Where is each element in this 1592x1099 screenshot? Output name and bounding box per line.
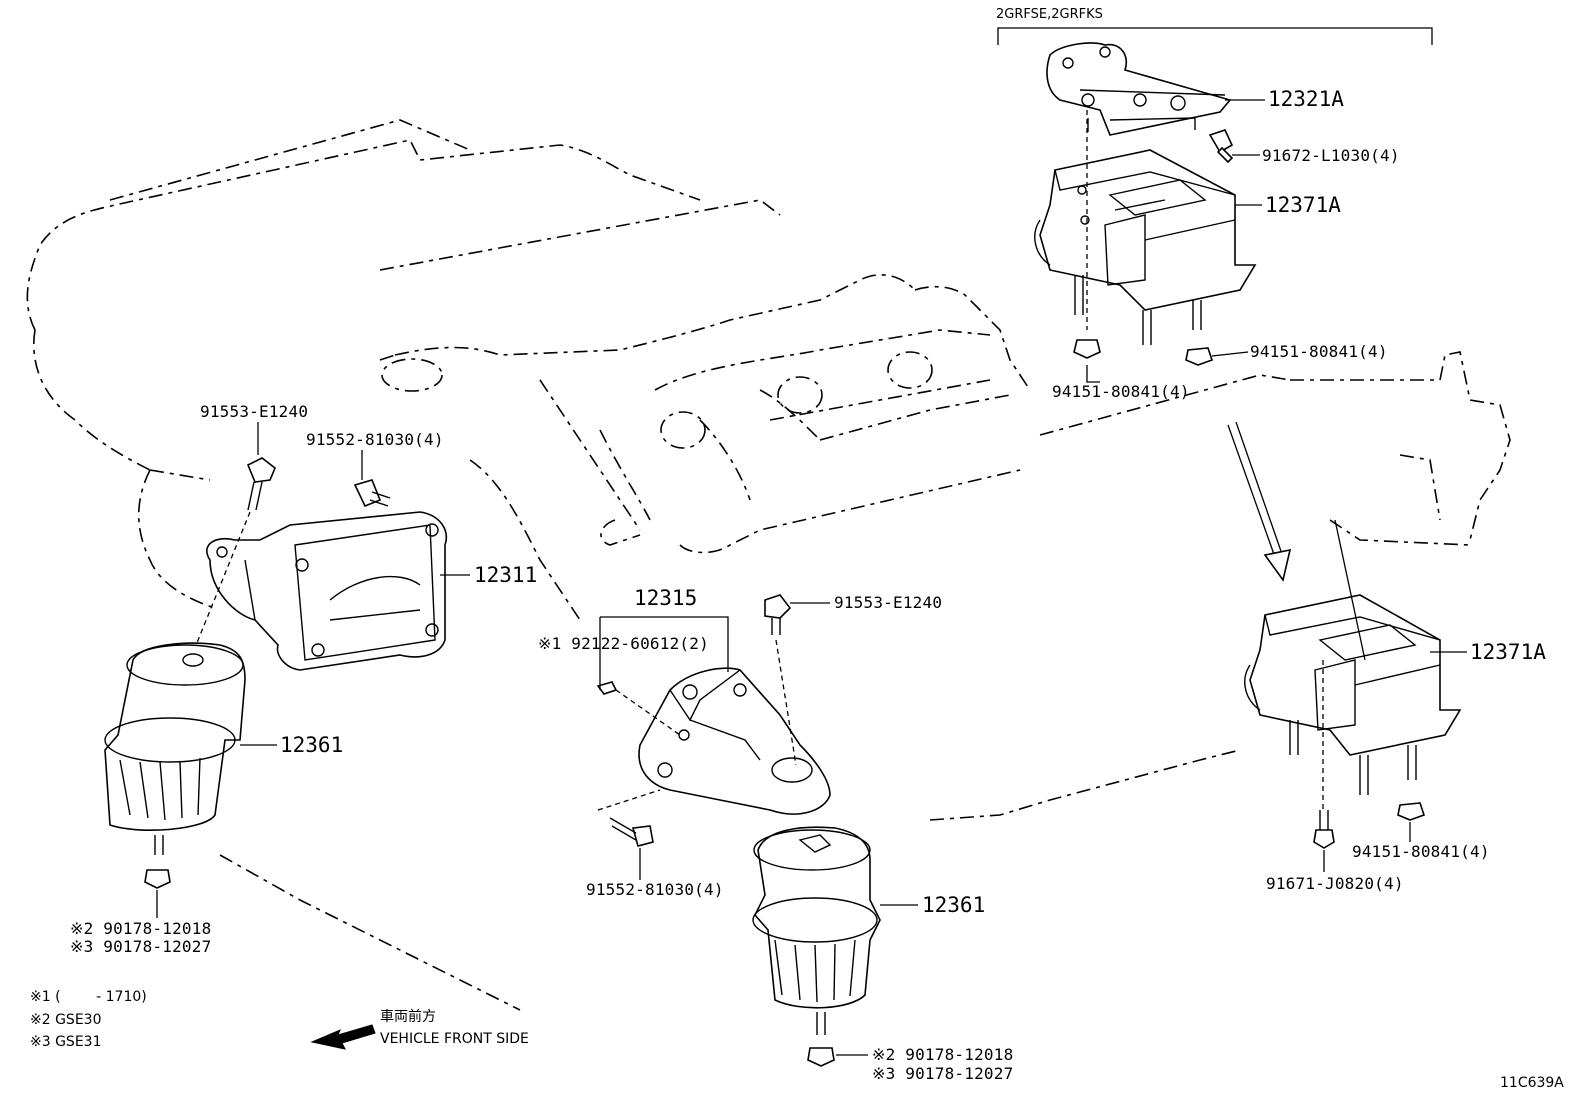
callout-91552-mid: 91552-81030(4) xyxy=(586,880,724,899)
callout-91552-left: 91552-81030(4) xyxy=(306,430,444,449)
callout-12311: 12311 xyxy=(474,563,538,587)
callout-12371A-right: 12371A xyxy=(1470,640,1546,664)
engine-outline xyxy=(26,119,1511,1011)
mount-12371A-top xyxy=(1034,110,1257,345)
note-1: ※1 ( - 1710) xyxy=(30,989,147,1005)
callout-12361-left: 12361 xyxy=(280,733,344,757)
fasteners-right xyxy=(1313,802,1426,849)
front-direction-arrow-icon xyxy=(310,1024,376,1050)
callout-91671: 91671-J0820(4) xyxy=(1266,874,1404,893)
mount-12371A-right xyxy=(1244,519,1462,810)
callout-91553-mid: 91553-E1240 xyxy=(834,593,943,612)
callout-12321A: 12321A xyxy=(1268,87,1344,111)
callout-91672: 91672-L1030(4) xyxy=(1262,146,1400,165)
leader-lines xyxy=(156,99,1467,1056)
direction-label-jp: 車両前方 xyxy=(380,1009,436,1025)
callout-90178-mid-3: ※3 90178-12027 xyxy=(872,1064,1014,1083)
callout-92122: ※1 92122-60612(2) xyxy=(538,634,709,653)
callout-94151-bottom-top: 94151-80841(4) xyxy=(1052,382,1190,401)
bolts-middle xyxy=(596,594,797,847)
callout-91553-left: 91553-E1240 xyxy=(200,402,309,421)
engine-group-label: 2GRFSE,2GRFKS xyxy=(996,7,1103,22)
bracket-12321A xyxy=(1046,42,1232,136)
callout-94151-right: 94151-80841(4) xyxy=(1352,842,1490,861)
relocation-arrow xyxy=(1227,421,1292,582)
callout-90178-mid-2: ※2 90178-12018 xyxy=(872,1045,1014,1064)
bracket-12315 xyxy=(638,667,831,815)
note-3: ※3 GSE31 xyxy=(30,1034,102,1050)
variant-bracket xyxy=(997,27,1433,45)
callout-12371A-top: 12371A xyxy=(1265,193,1341,217)
callout-12315: 12315 xyxy=(634,586,698,610)
bolts-left xyxy=(189,457,391,661)
callout-90178-left-2: ※2 90178-12018 xyxy=(70,919,212,938)
figure-id: 11C639A xyxy=(1500,1075,1564,1091)
callout-12361-mid: 12361 xyxy=(922,893,986,917)
callout-90178-left-3: ※3 90178-12027 xyxy=(70,937,212,956)
nut-94151-top xyxy=(1073,339,1214,366)
insulator-12361-mid xyxy=(752,826,881,1067)
bracket-12311 xyxy=(206,511,447,671)
insulator-12361-left xyxy=(104,642,246,889)
note-2: ※2 GSE30 xyxy=(30,1012,102,1028)
callout-94151-right-top: 94151-80841(4) xyxy=(1250,342,1388,361)
bolt-91672 xyxy=(1208,129,1234,164)
direction-label-en: VEHICLE FRONT SIDE xyxy=(380,1031,529,1047)
